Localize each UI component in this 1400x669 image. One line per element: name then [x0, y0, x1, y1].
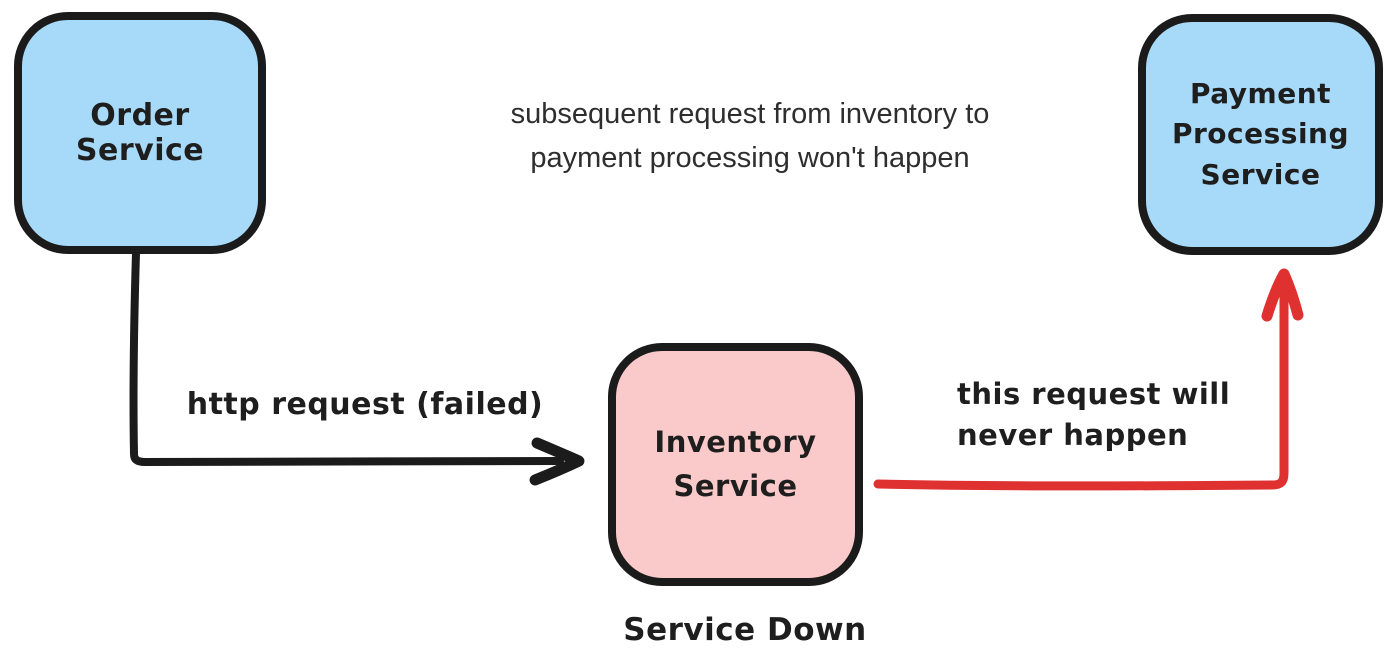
top-note: subsequent request from inventory to pay… — [510, 98, 990, 175]
http-request-arrow-head — [529, 437, 585, 486]
node-payment-processing-service-label: Payment Processing Service — [1171, 76, 1350, 191]
node-order-service: Order Service — [14, 12, 266, 254]
node-payment-processing-service: Payment Processing Service — [1138, 14, 1383, 255]
http-request-label: http request (failed) — [186, 387, 544, 422]
http-request-arrow — [129, 249, 585, 486]
inventory-status-label: Service Down — [623, 612, 867, 648]
node-inventory-service-label: Inventory Service — [654, 425, 817, 503]
node-order-service-label: Order Service — [75, 98, 205, 168]
blocked-request-arrow-head — [1261, 268, 1304, 322]
http-request-arrow-line — [129, 249, 564, 466]
node-inventory-service: Inventory Service — [608, 343, 863, 586]
blocked-request-label: this request will never happen — [957, 377, 1231, 452]
